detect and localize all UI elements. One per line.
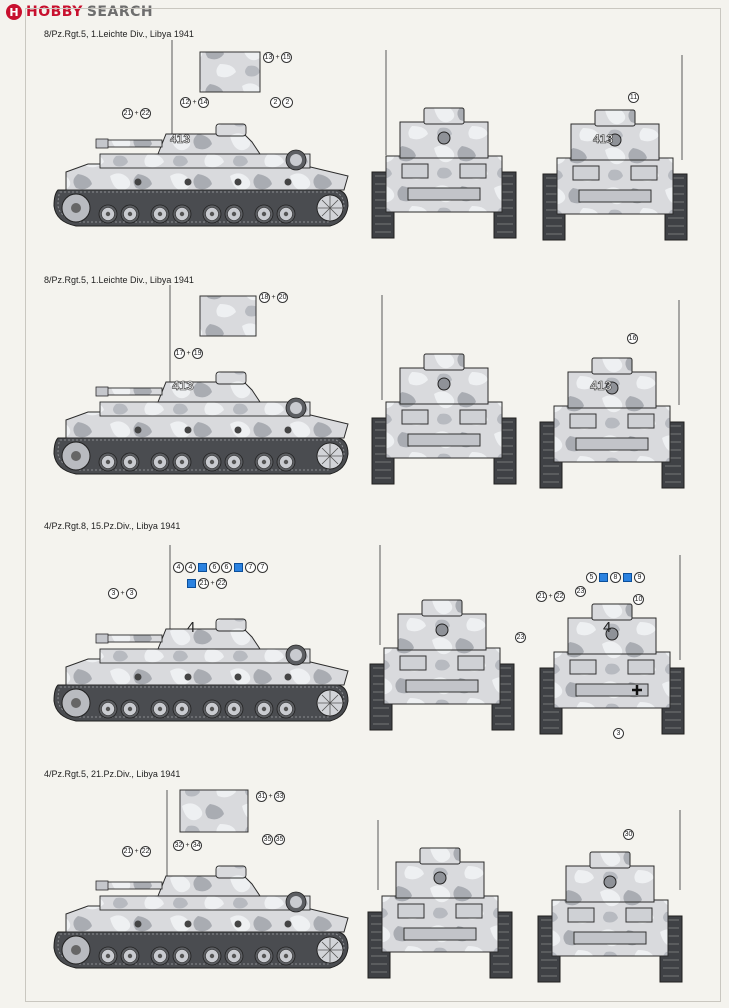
scheme-1-rear-view — [542, 109, 688, 241]
callout-12-14: 12+14 — [180, 97, 210, 108]
callout-30: 30 — [623, 829, 634, 840]
callout-21-22-front: 21+22 — [536, 591, 566, 602]
callout-13-15: 13+15 — [263, 52, 293, 63]
callout-31-33: 31+33 — [256, 791, 286, 802]
callout-32-34: 32+34 — [173, 840, 203, 851]
scheme-3-side-view — [54, 619, 348, 721]
scheme-1-caption: 8/Pz.Rgt.5, 1.Leichte Div., Libya 1941 — [44, 29, 194, 39]
scheme-3-caption: 4/Pz.Rgt.8, 15.Pz.Div., Libya 1941 — [44, 521, 181, 531]
scheme-2-rear-view — [539, 357, 685, 489]
scheme-1-side-view — [54, 124, 348, 226]
scheme-2-front-view — [371, 353, 517, 485]
scheme-1-turret-number: 413 — [170, 132, 190, 146]
scheme-4-caption: 4/Pz.Rgt.5, 21.Pz.Div., Libya 1941 — [44, 769, 181, 779]
callout-18-20: 18+20 — [259, 292, 289, 303]
instruction-sheet-frame — [25, 8, 721, 1002]
scheme-3-front-view — [369, 599, 515, 731]
scheme-3-rear-turret-number: 4 — [603, 619, 611, 636]
callout-3-rear: 3 — [613, 728, 624, 739]
callout-21-22-row4: 21+22 — [122, 846, 152, 857]
callout-23-front: 23 — [515, 632, 526, 643]
callout-23-rear: 23 — [575, 586, 586, 597]
callout-11: 11 — [628, 92, 639, 103]
callout-21-22: 21+22 — [122, 108, 152, 119]
scheme-4-side-view — [54, 866, 348, 968]
scheme-2-side-view — [54, 372, 348, 474]
callout-17-19: 17+19 — [174, 348, 204, 359]
scheme-3-rear-view — [539, 603, 685, 735]
callout-21-22-side: 21+22 — [186, 578, 228, 589]
scheme-1-rear-turret-number: 413 — [593, 132, 613, 146]
callout-16: 16 — [627, 333, 638, 344]
scheme-2-rear-turret-number: 413 — [590, 378, 612, 393]
scheme-1-front-view — [371, 107, 517, 239]
scheme-3-side-turret-number: 4 — [187, 619, 195, 636]
callout-10: 10 — [633, 594, 644, 605]
scheme-2-caption: 8/Pz.Rgt.5, 1.Leichte Div., Libya 1941 — [44, 275, 194, 285]
hobbysearch-logo-icon: H — [6, 4, 22, 20]
scheme-4-front-view — [367, 847, 513, 979]
callout-3-3: 3+3 — [108, 588, 138, 599]
scheme-2-turret-number: 413 — [172, 378, 194, 393]
scheme-4-rear-view — [537, 851, 683, 983]
